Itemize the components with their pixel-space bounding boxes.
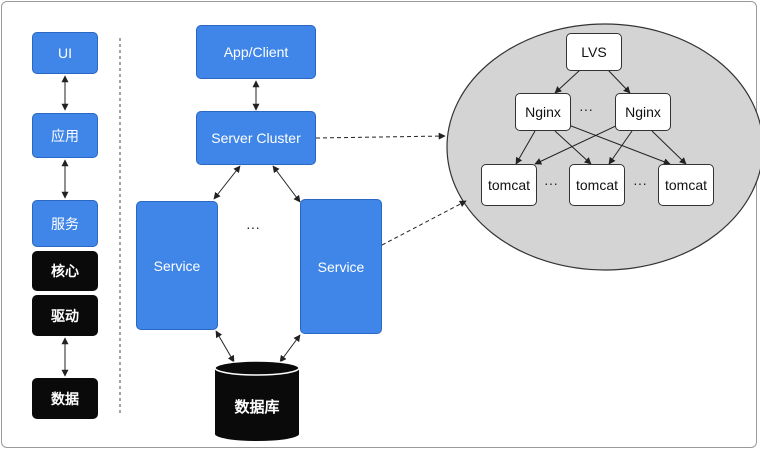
layer-data-label: 数据 <box>51 390 79 407</box>
app-client-box: App/Client <box>196 25 316 79</box>
arrow-nginxr-tomcat2 <box>608 130 633 165</box>
tomcat-3-label: tomcat <box>664 177 707 193</box>
layer-app-label: 应用 <box>51 127 79 144</box>
tomcat-1-label: tomcat <box>487 177 530 193</box>
layer-ui-label: UI <box>58 45 72 61</box>
nginx-left-box: Nginx <box>515 93 571 131</box>
layer-driver-box: 驱动 <box>32 295 98 336</box>
database-label: 数据库 <box>234 399 280 416</box>
tomcat-2-label: tomcat <box>575 177 618 193</box>
app-client-label: App/Client <box>223 44 289 60</box>
arrow-cluster-service-left <box>213 165 241 200</box>
tomcat-ellipsis-2: ··· <box>633 175 647 191</box>
layer-service-box: 服务 <box>32 200 98 247</box>
tomcat-1-box: tomcat <box>481 164 537 206</box>
arrow-cluster-service-right <box>272 165 301 203</box>
arrow-nginxr-tomcat1 <box>534 123 621 165</box>
arrow-nginxl-tomcat2 <box>554 130 592 165</box>
tomcat-3-box: tomcat <box>658 164 714 206</box>
nginx-right-box: Nginx <box>615 93 671 131</box>
arrow-nginxr-tomcat3 <box>651 130 687 165</box>
nginx-right-label: Nginx <box>625 104 661 120</box>
server-cluster-label: Server Cluster <box>211 130 301 146</box>
arrow-lvs-nginx-right <box>607 69 631 94</box>
layer-data-box: 数据 <box>32 378 98 419</box>
layer-core-box: 核心 <box>32 251 98 291</box>
service-right-box: Service <box>300 199 382 334</box>
services-ellipsis: ··· <box>246 219 260 235</box>
lvs-box: LVS <box>566 33 622 71</box>
cluster-circle <box>446 23 760 271</box>
nginx-ellipsis: ··· <box>579 101 593 117</box>
arrow-nginxl-tomcat1 <box>515 130 536 165</box>
arrow-lvs-nginx-left <box>554 69 581 94</box>
arrow-service-right-db <box>279 334 301 363</box>
layer-core-label: 核心 <box>51 263 79 279</box>
tomcat-2-box: tomcat <box>569 164 625 206</box>
layer-driver-label: 驱动 <box>51 307 79 324</box>
layer-app-box: 应用 <box>32 113 98 158</box>
arrow-nginxl-tomcat3 <box>565 123 671 166</box>
layer-ui-box: UI <box>32 32 98 74</box>
dashed-arrow-service <box>381 200 467 246</box>
tomcat-ellipsis-1: ··· <box>544 175 558 191</box>
service-right-label: Service <box>317 258 365 275</box>
service-left-box: Service <box>136 201 218 330</box>
database-cylinder <box>214 360 300 441</box>
lvs-label: LVS <box>581 44 607 60</box>
dashed-arrow-cluster <box>315 132 446 140</box>
nginx-left-label: Nginx <box>525 104 561 120</box>
arrow-service-left-db <box>215 330 235 363</box>
layer-service-label: 服务 <box>51 215 79 232</box>
service-left-label: Service <box>153 257 201 274</box>
server-cluster-box: Server Cluster <box>196 111 316 165</box>
